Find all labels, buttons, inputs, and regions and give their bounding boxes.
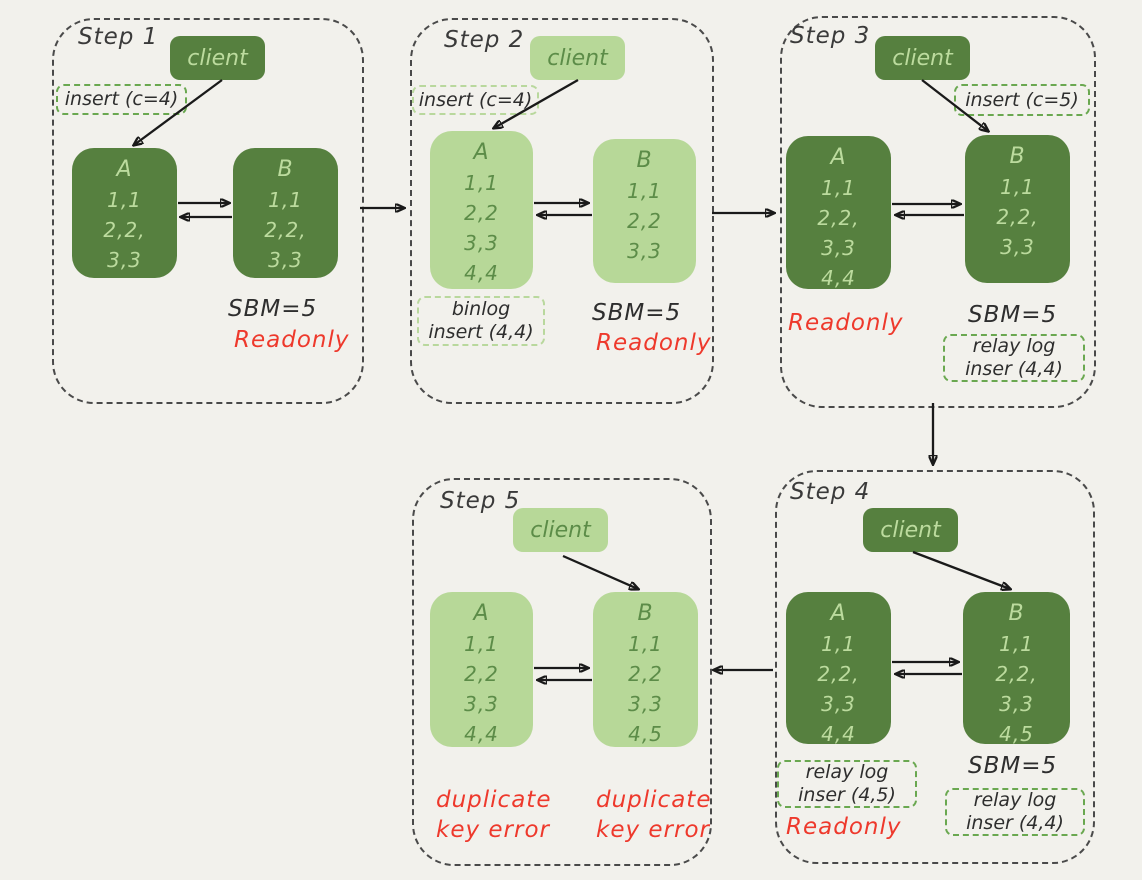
- step5-node-b-row: 1,1: [628, 632, 663, 656]
- step3-node-b-row: 2,2,: [996, 205, 1039, 229]
- step4-node-b-row: 4,5: [999, 722, 1034, 746]
- step1-node-b-label: B: [277, 157, 294, 182]
- step3-node-a: A 1,1 2,2, 3,3 4,4: [786, 136, 891, 290]
- step4-node-a-row: 4,4: [821, 722, 856, 746]
- step3-title: Step 3: [790, 23, 871, 49]
- step4-relaylog-badge-b-line2: inser (4,4): [966, 812, 1064, 834]
- step3-node-a-row: 4,4: [821, 266, 856, 290]
- step4-node-a-row: 1,1: [821, 632, 856, 656]
- step1-node-b: B 1,1 2,2, 3,3: [233, 148, 338, 278]
- step2-container: [410, 18, 714, 404]
- step4-node-b-row: 1,1: [999, 632, 1034, 656]
- step4-node-a-row: 3,3: [821, 692, 856, 716]
- step4-readonly-label: Readonly: [786, 814, 902, 840]
- step1-node-a: A 1,1 2,2, 3,3: [72, 148, 177, 278]
- step5-node-a-label: A: [473, 601, 490, 626]
- step1-node-b-row: 3,3: [268, 248, 303, 272]
- step2-node-b-label: B: [636, 148, 653, 173]
- step5-node-b-row: 2,2: [628, 662, 663, 686]
- step3-client-box: client: [875, 36, 970, 80]
- step2-node-b: B 1,1 2,2 3,3: [593, 139, 696, 283]
- step2-node-a-row: 4,4: [464, 261, 499, 285]
- step2-node-a-row: 1,1: [464, 171, 499, 195]
- step2-sbm-label: SBM=5: [592, 300, 682, 326]
- step4-relaylog-badge-a-line1: relay log: [805, 761, 889, 783]
- step3-container: [780, 16, 1096, 408]
- step5-node-b-row: 4,5: [628, 722, 663, 746]
- step3-node-b-label: B: [1009, 144, 1026, 169]
- step2-binlog-badge-line1: binlog: [451, 298, 511, 320]
- step2-node-a-row: 2,2: [464, 201, 499, 225]
- step5-node-b: B 1,1 2,2 3,3 4,5: [593, 592, 698, 747]
- step1-node-a-row: 3,3: [107, 248, 142, 272]
- step3-node-a-row: 2,2,: [817, 206, 860, 230]
- step5-node-a-row: 4,4: [464, 722, 499, 746]
- step1-readonly-label: Readonly: [234, 327, 350, 353]
- step2-binlog-badge: binlog insert (4,4): [417, 296, 545, 346]
- step5-error-b-label: duplicate key error: [596, 787, 712, 843]
- step4-node-b-row: 2,2,: [995, 662, 1038, 686]
- step5-node-b-row: 3,3: [628, 692, 663, 716]
- step3-insert-badge: insert (c=5): [954, 84, 1090, 116]
- step2-node-a-label: A: [473, 140, 490, 165]
- step3-insert-badge-text: insert (c=5): [965, 88, 1079, 111]
- step3-readonly-label: Readonly: [788, 310, 904, 336]
- step3-node-b: B 1,1 2,2, 3,3: [965, 135, 1070, 283]
- step1-insert-badge: insert (c=4): [56, 84, 187, 115]
- step2-binlog-badge-line2: insert (4,4): [428, 321, 534, 343]
- step1-node-a-label: A: [116, 157, 133, 182]
- step2-title: Step 2: [444, 27, 525, 53]
- step1-node-b-row: 2,2,: [264, 218, 307, 242]
- step2-node-b-row: 2,2: [627, 209, 662, 233]
- step2-client-box: client: [530, 36, 625, 80]
- step3-node-a-row: 1,1: [821, 176, 856, 200]
- step1-title: Step 1: [78, 24, 159, 50]
- step5-container: [412, 478, 712, 866]
- step5-node-a-row: 1,1: [464, 632, 499, 656]
- step3-relaylog-badge: relay log inser (4,4): [943, 334, 1085, 382]
- step1-insert-badge-text: insert (c=4): [64, 88, 179, 110]
- step4-client-box: client: [863, 508, 958, 552]
- step4-sbm-label: SBM=5: [968, 753, 1058, 779]
- step1-container: [52, 18, 364, 404]
- step1-node-a-row: 1,1: [107, 188, 142, 212]
- step5-error-a-label: duplicate key error: [436, 787, 552, 843]
- step3-node-a-row: 3,3: [821, 236, 856, 260]
- step2-node-b-row: 1,1: [627, 179, 662, 203]
- step4-node-a: A 1,1 2,2, 3,3 4,4: [786, 592, 891, 746]
- step3-node-a-label: A: [830, 145, 847, 170]
- step2-readonly-label: Readonly: [596, 330, 712, 356]
- step4-title: Step 4: [790, 479, 871, 505]
- step5-node-a-row: 2,2: [464, 662, 499, 686]
- step4-node-b-label: B: [1008, 601, 1025, 626]
- step4-node-a-row: 2,2,: [817, 662, 860, 686]
- step3-node-b-row: 3,3: [1000, 235, 1035, 259]
- step4-relaylog-badge-b: relay log inser (4,4): [945, 788, 1085, 836]
- step4-relaylog-badge-a-line2: inser (4,5): [798, 784, 896, 806]
- step3-sbm-label: SBM=5: [968, 302, 1058, 328]
- step4-relaylog-badge-b-line1: relay log: [973, 789, 1057, 811]
- step2-node-a-row: 3,3: [464, 231, 499, 255]
- step2-node-b-row: 3,3: [627, 239, 662, 263]
- step1-node-a-row: 2,2,: [103, 218, 146, 242]
- step3-relaylog-badge-line2: inser (4,4): [965, 358, 1063, 380]
- step4-node-b: B 1,1 2,2, 3,3 4,5: [963, 592, 1070, 746]
- step4-node-b-row: 3,3: [999, 692, 1034, 716]
- step2-node-a: A 1,1 2,2 3,3 4,4: [430, 131, 533, 289]
- step1-node-b-row: 1,1: [268, 188, 303, 212]
- step1-sbm-label: SBM=5: [228, 296, 318, 322]
- step3-relaylog-badge-line1: relay log: [972, 335, 1056, 357]
- step5-client-box: client: [513, 508, 608, 552]
- step5-node-b-label: B: [637, 601, 654, 626]
- step4-relaylog-badge-a: relay log inser (4,5): [777, 760, 917, 808]
- step3-node-b-row: 1,1: [1000, 175, 1035, 199]
- step5-title: Step 5: [440, 488, 521, 514]
- step4-node-a-label: A: [830, 601, 847, 626]
- step5-node-a-row: 3,3: [464, 692, 499, 716]
- step5-node-a: A 1,1 2,2 3,3 4,4: [430, 592, 533, 747]
- step1-client-box: client: [170, 36, 265, 80]
- step2-insert-badge: insert (c=4): [412, 85, 539, 115]
- step2-insert-badge-text: insert (c=4): [418, 88, 533, 111]
- step4-container: [775, 470, 1095, 864]
